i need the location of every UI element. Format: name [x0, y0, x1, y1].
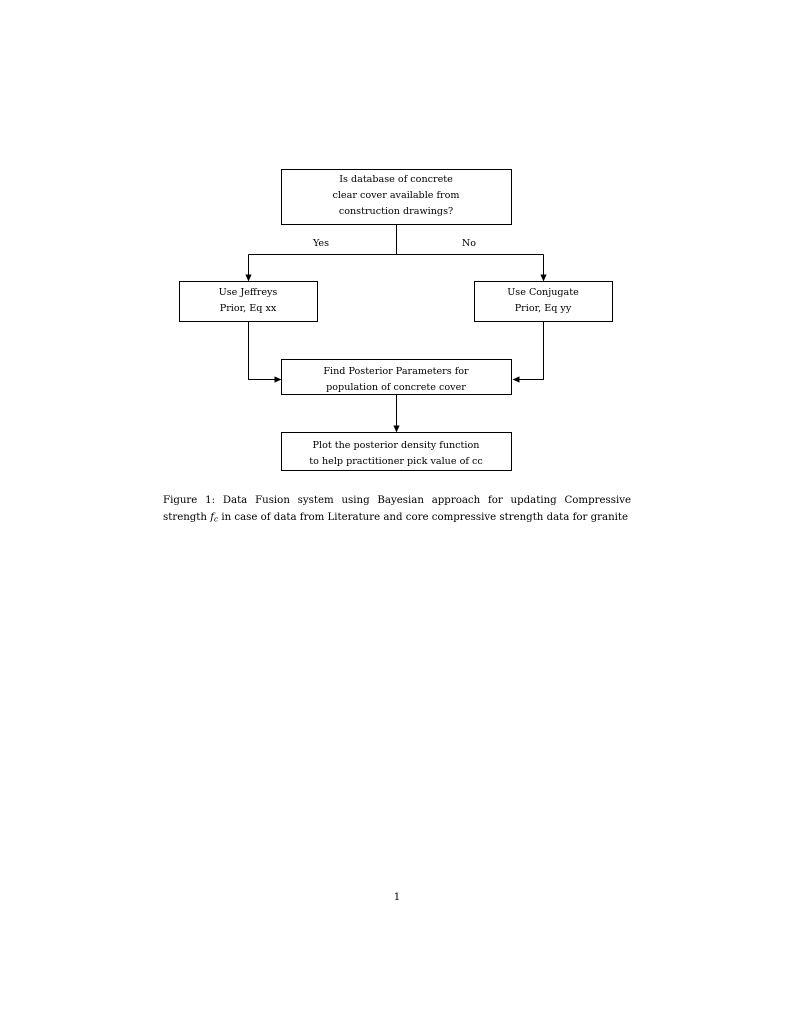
- node-conjugate-line-1: Use Conjugate: [507, 287, 579, 298]
- page-number: 1: [393, 892, 401, 903]
- node-conjugate-box[interactable]: [474, 281, 613, 322]
- node-decision-box[interactable]: [281, 169, 512, 225]
- node-plot-line-2: to help practitioner pick value of cc: [309, 456, 482, 467]
- figure-caption-text-2: in case of data from Literature and core…: [218, 512, 629, 524]
- node-posterior-line-1: Find Posterior Parameters for: [323, 366, 469, 377]
- flowchart-canvas: Is database of concrete clear cover avai…: [179, 169, 613, 471]
- figure-caption: Figure 1: Data Fusion system using Bayes…: [163, 492, 631, 528]
- connector-conjugate-to-posterior: [516, 321, 544, 380]
- arrowhead-posterior-to-plot: [393, 425, 400, 433]
- node-posterior-box[interactable]: [281, 359, 512, 395]
- figure-caption-text-1: Data Fusion system using Bayesian approa…: [163, 495, 631, 524]
- figure-flowchart: Is database of concrete clear cover avai…: [0, 0, 794, 490]
- node-plot-box[interactable]: [281, 432, 512, 471]
- node-decision-line-1: Is database of concrete: [339, 174, 453, 185]
- arrowhead-jeffreys-to-posterior: [274, 376, 282, 383]
- node-plot-line-1: Plot the posterior density function: [313, 440, 480, 451]
- arrowhead-yes-to-jeffreys: [245, 274, 252, 282]
- node-conjugate-line-2: Prior, Eq yy: [515, 303, 572, 314]
- edge-label-no: No: [462, 238, 476, 249]
- node-find-posterior[interactable]: Find Posterior Parameters for population…: [281, 359, 512, 395]
- arrowhead-no-to-conjugate: [540, 274, 547, 282]
- arrowhead-conjugate-to-posterior: [512, 376, 520, 383]
- connector-jeffreys-to-posterior: [248, 321, 278, 380]
- node-decision-line-2: clear cover available from: [332, 190, 459, 201]
- node-jeffreys-box[interactable]: [179, 281, 318, 322]
- node-posterior-line-2: population of concrete cover: [326, 382, 466, 393]
- node-decision[interactable]: Is database of concrete clear cover avai…: [281, 169, 512, 225]
- node-jeffreys-prior[interactable]: Use Jeffreys Prior, Eq xx: [179, 281, 318, 322]
- figure-caption-label: Figure 1:: [163, 495, 223, 506]
- edge-label-yes: Yes: [312, 238, 329, 249]
- math-symbol-f: f: [210, 512, 214, 524]
- figure-caption-math: fc: [210, 512, 219, 524]
- math-subscript-c: c: [213, 514, 219, 524]
- node-plot-density[interactable]: Plot the posterior density function to h…: [281, 432, 512, 471]
- node-decision-line-3: construction drawings?: [339, 206, 453, 217]
- node-jeffreys-line-1: Use Jeffreys: [219, 287, 278, 298]
- node-jeffreys-line-2: Prior, Eq xx: [220, 303, 277, 314]
- node-conjugate-prior[interactable]: Use Conjugate Prior, Eq yy: [474, 281, 613, 322]
